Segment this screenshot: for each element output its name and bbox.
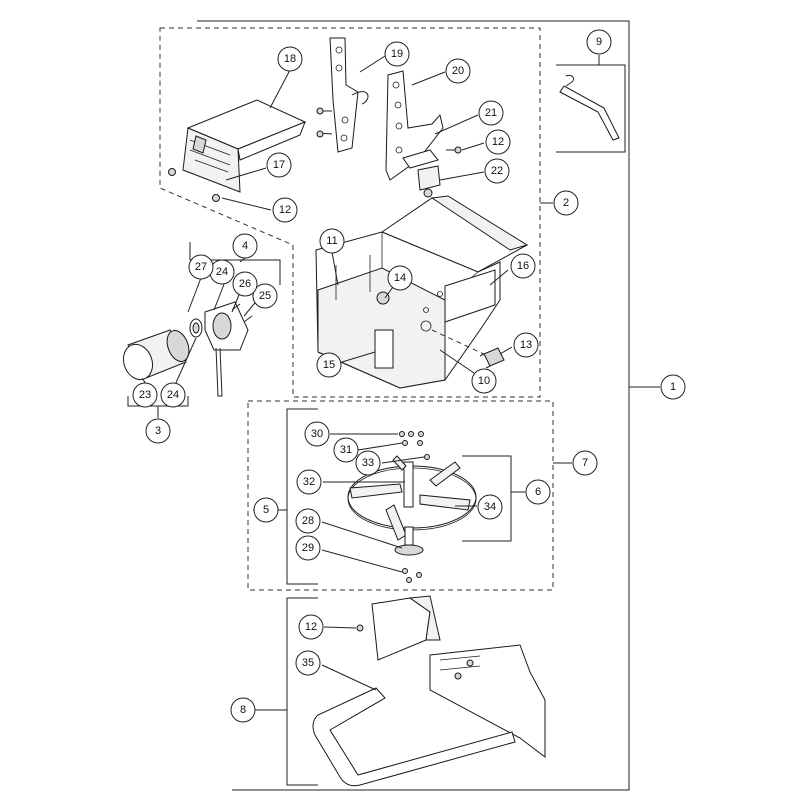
callout-23: 23 [132,382,158,408]
callout-number: 20 [452,65,464,77]
callout-number: 22 [491,165,503,177]
callout-number: 12 [305,621,317,633]
part-9-pin [559,75,620,141]
callout-5: 5 [253,497,279,523]
callout-number: 31 [340,444,352,456]
group-8-bracket [286,597,318,786]
callout-21: 21 [478,100,504,126]
callout-number: 11 [326,235,337,247]
callout-number: 35 [302,657,314,669]
callout-24-b: 24 [160,382,186,408]
callout-12-c: 12 [298,614,324,640]
callout-number: 29 [302,542,314,554]
callout-number: 12 [492,136,504,148]
callout-number: 5 [263,504,269,516]
callout-number: 18 [284,53,296,65]
callout-31: 31 [333,437,359,463]
callout-number: 12 [279,204,291,216]
callout-number: 32 [303,476,315,488]
callout-number: 28 [302,515,314,527]
callout-number: 21 [485,107,497,119]
callout-11: 11 [319,228,345,254]
callout-number: 17 [273,159,285,171]
callout-33: 33 [355,450,381,476]
callout-number: 24 [216,266,228,278]
callout-number: 14 [394,272,406,284]
part-18-cover [182,99,307,193]
callout-19: 19 [384,41,410,67]
callout-34: 34 [477,494,503,520]
part-21-22-hardware [402,146,462,198]
group-outlines [127,20,630,791]
group-2-dashed-outline [159,27,541,398]
callouts: 1 2 3 4 5 6 7 8 9 10 11 12 12 12 13 14 1… [132,29,686,723]
callout-12-b: 12 [272,197,298,223]
callout-27: 27 [188,254,214,280]
callout-number: 7 [582,457,588,469]
callout-number: 19 [391,48,403,60]
callout-number: 23 [139,389,151,401]
callout-number: 25 [259,290,271,302]
bolts-12-cover [168,168,220,202]
callout-2: 2 [553,190,579,216]
part-13-gland [479,347,505,369]
callout-number: 27 [195,261,207,273]
callout-30: 30 [304,421,330,447]
callout-17: 17 [266,152,292,178]
callout-number: 26 [239,278,251,290]
callout-14: 14 [387,265,413,291]
callout-number: 24 [167,389,179,401]
callout-35: 35 [295,650,321,676]
callout-number: 13 [520,339,532,351]
group-6-bracket [462,455,512,542]
callout-10: 10 [471,368,497,394]
callout-18: 18 [277,46,303,72]
callout-15: 15 [316,352,342,378]
callout-28: 28 [295,508,321,534]
callout-16: 16 [510,253,536,279]
callout-9: 9 [586,29,612,55]
callout-1: 1 [660,374,686,400]
part-8-frame [312,595,546,787]
callout-25: 25 [252,283,278,309]
callout-number: 1 [670,381,676,393]
callout-number: 34 [484,501,496,513]
callout-12-a: 12 [485,129,511,155]
callout-number: 4 [242,240,248,252]
callout-number: 8 [240,704,246,716]
callout-number: 16 [517,260,529,272]
callout-26: 26 [232,271,258,297]
callout-number: 6 [535,486,541,498]
callout-number: 2 [563,197,569,209]
callout-32: 32 [296,469,322,495]
callout-8: 8 [230,697,256,723]
callout-3: 3 [145,418,171,444]
callout-number: 30 [311,428,323,440]
callout-6: 6 [525,479,551,505]
part-19-plate [316,37,369,153]
callout-13: 13 [513,332,539,358]
group-5-bracket [286,408,318,585]
part-3-4-motor [122,301,253,397]
part-2-housing [315,195,529,389]
callout-24-a: 24 [209,259,235,285]
callout-7: 7 [572,450,598,476]
callout-29: 29 [295,535,321,561]
part-20-bracket [385,70,444,181]
callout-number: 33 [362,457,374,469]
callout-22: 22 [484,158,510,184]
group-7-dashed-outline [247,400,554,591]
callout-number: 10 [478,375,490,387]
group-9-bracket [556,64,626,153]
callout-number: 9 [596,36,602,48]
assembly-1-bracket [197,20,630,791]
callout-4: 4 [232,233,258,259]
callout-number: 3 [155,425,161,437]
callout-20: 20 [445,58,471,84]
callout-number: 15 [323,359,335,371]
